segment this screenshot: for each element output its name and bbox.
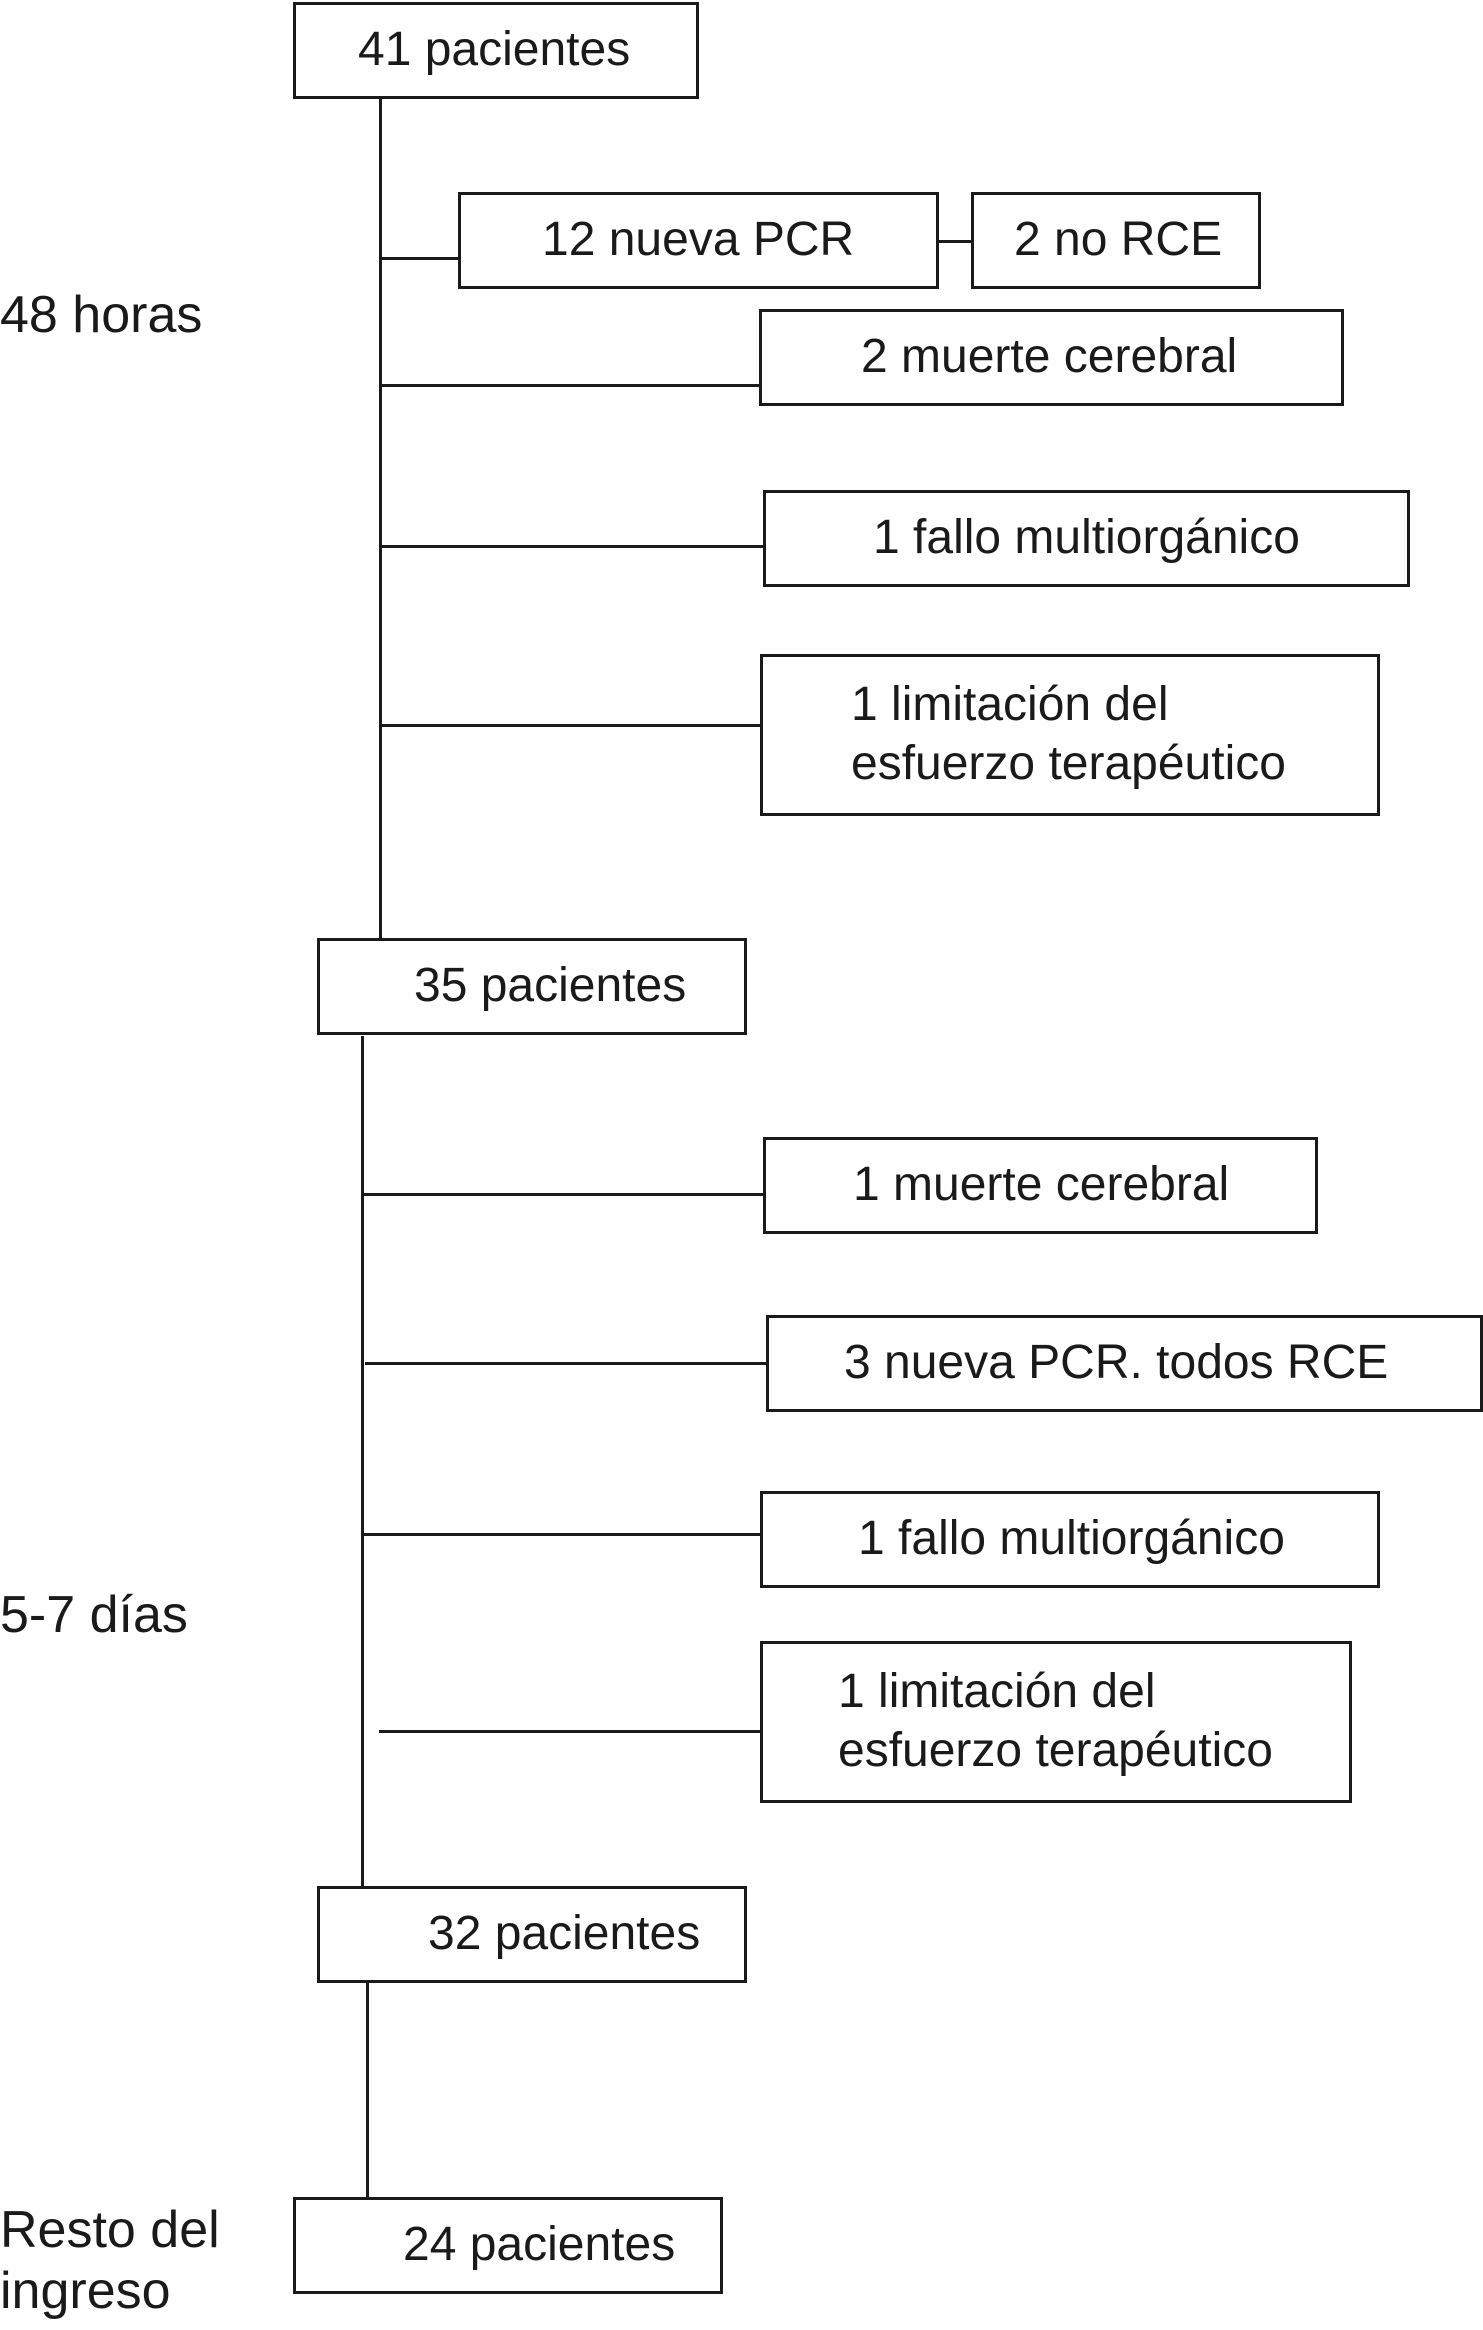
branch-line-pcr12 — [379, 257, 459, 260]
box-24-patients-text: 24 pacientes — [403, 2218, 676, 2272]
box-12-new-pcr-text: 12 nueva PCR — [542, 213, 855, 267]
box-32-patients: 32 pacientes — [317, 1886, 747, 1983]
box-1-therapeutic-limitation-a-text: 1 limitación del esfuerzo terapéutico — [851, 678, 1286, 790]
phase-label-rest-of-stay: Resto del ingreso — [0, 2201, 220, 2321]
box-2-brain-death: 2 muerte cerebral — [759, 309, 1344, 406]
phase-label-5-7-days: 5-7 días — [0, 1586, 188, 1644]
box-1-multiorgan-failure-a-text: 1 fallo multiorgánico — [873, 511, 1300, 565]
branch-line-fmo1b — [361, 1533, 762, 1536]
box-35-patients: 35 pacientes — [317, 938, 747, 1035]
trunk-line-2 — [361, 1036, 364, 1888]
branch-line-fmo1a — [379, 545, 765, 548]
box-1-therapeutic-limitation-b: 1 limitación del esfuerzo terapéutico — [760, 1641, 1352, 1803]
branch-line-norce — [937, 240, 973, 243]
box-1-therapeutic-limitation-a: 1 limitación del esfuerzo terapéutico — [760, 654, 1380, 816]
box-1-multiorgan-failure-b-text: 1 fallo multiorgánico — [858, 1512, 1285, 1566]
box-1-brain-death: 1 muerte cerebral — [763, 1137, 1318, 1234]
branch-line-pcr3 — [365, 1362, 768, 1365]
box-1-therapeutic-limitation-b-text: 1 limitación del esfuerzo terapéutico — [838, 1665, 1273, 1777]
box-32-patients-text: 32 pacientes — [428, 1907, 701, 1961]
box-2-no-rce: 2 no RCE — [971, 192, 1261, 289]
branch-line-mc2 — [379, 384, 761, 387]
box-1-multiorgan-failure-a: 1 fallo multiorgánico — [763, 490, 1410, 587]
box-1-brain-death-text: 1 muerte cerebral — [853, 1158, 1230, 1212]
box-3-new-pcr-all-rce-text: 3 nueva PCR. todos RCE — [844, 1336, 1389, 1390]
box-41-patients: 41 pacientes — [293, 2, 699, 99]
box-41-patients-text: 41 pacientes — [358, 23, 631, 77]
box-35-patients-text: 35 pacientes — [414, 959, 687, 1013]
trunk-line-3 — [366, 1982, 369, 2200]
box-24-patients: 24 pacientes — [293, 2197, 723, 2294]
box-3-new-pcr-all-rce: 3 nueva PCR. todos RCE — [766, 1315, 1483, 1412]
box-2-brain-death-text: 2 muerte cerebral — [861, 330, 1238, 384]
trunk-line-1 — [379, 98, 382, 943]
box-1-multiorgan-failure-b: 1 fallo multiorgánico — [760, 1491, 1380, 1588]
phase-label-48h: 48 horas — [0, 286, 203, 344]
branch-line-mc1 — [361, 1193, 765, 1196]
box-2-no-rce-text: 2 no RCE — [1014, 213, 1223, 267]
box-12-new-pcr: 12 nueva PCR — [458, 192, 939, 289]
branch-line-let1a — [379, 724, 762, 727]
branch-line-let1b — [379, 1730, 762, 1733]
